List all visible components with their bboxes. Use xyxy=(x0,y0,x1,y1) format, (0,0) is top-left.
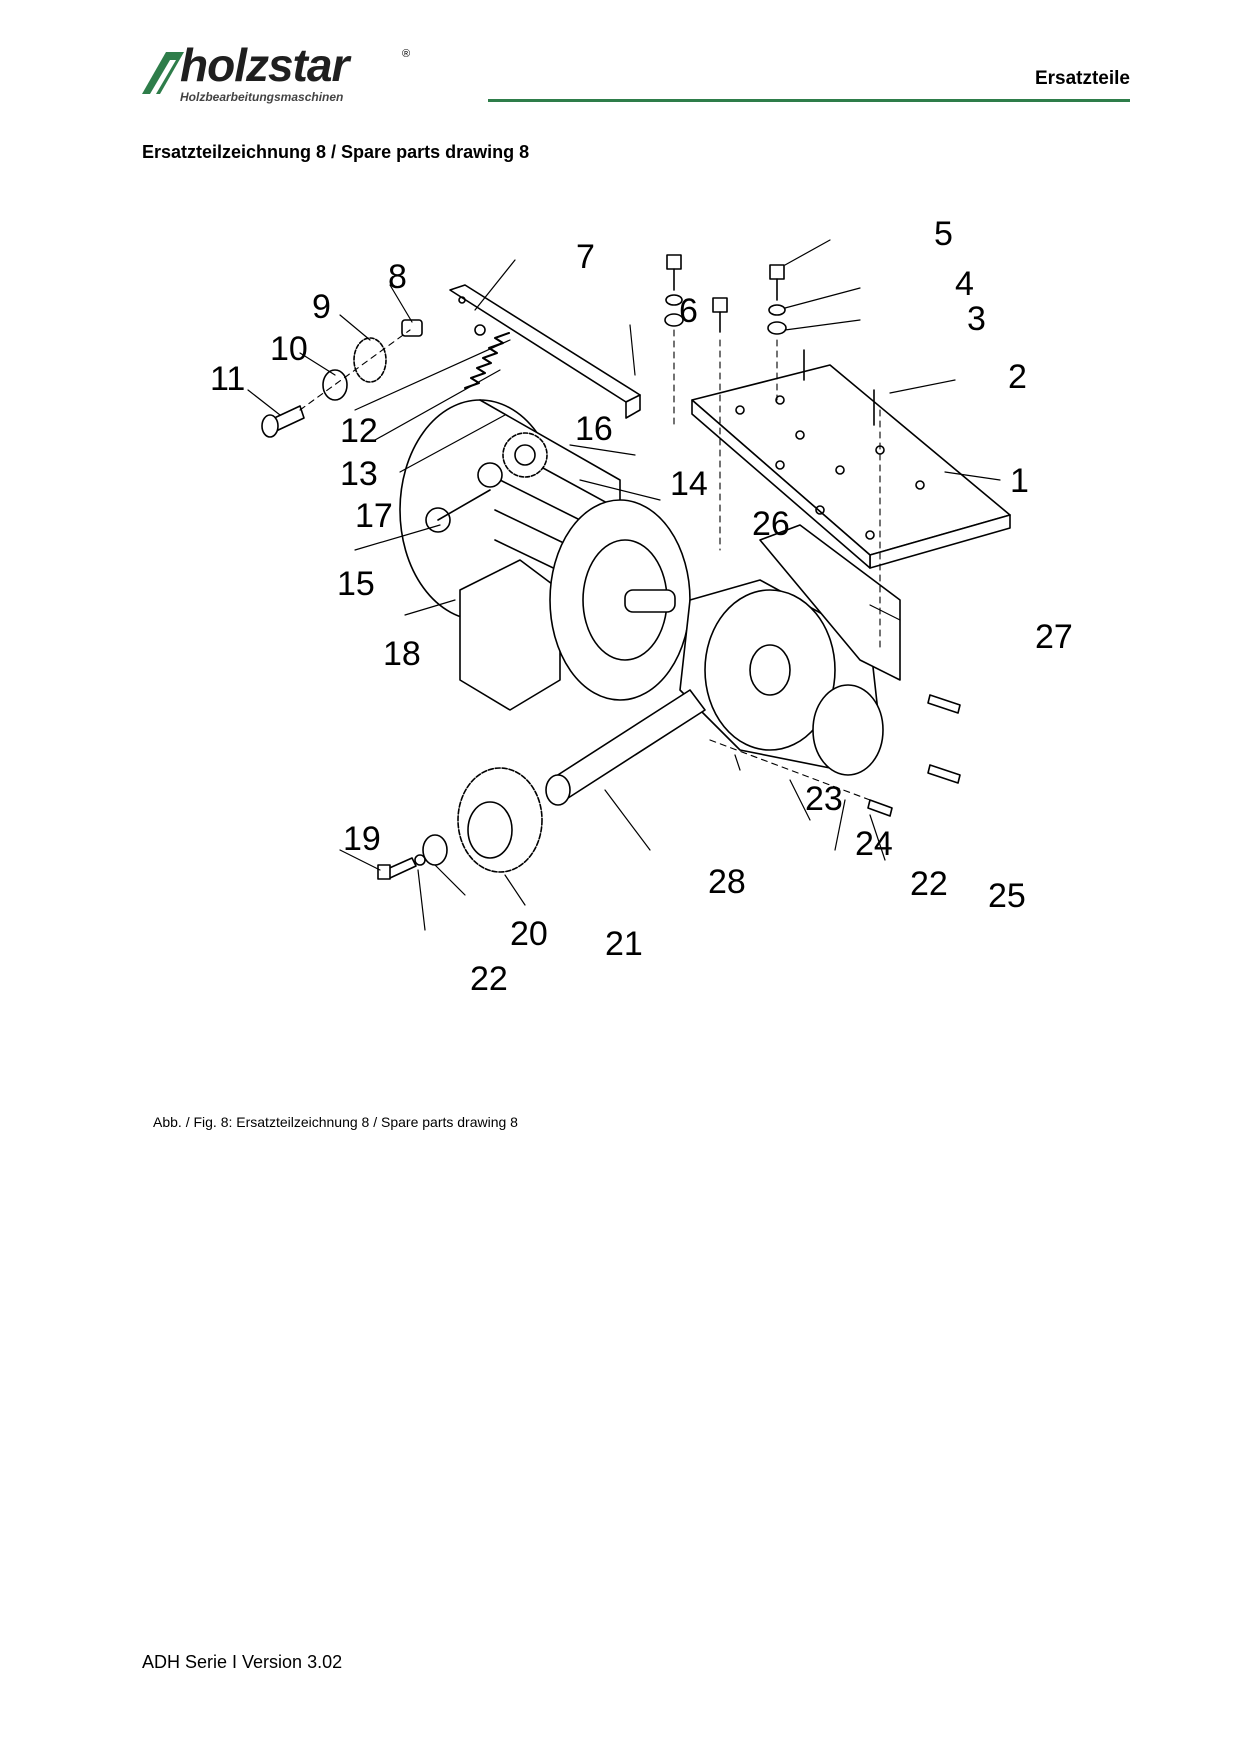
header-divider xyxy=(488,99,1130,102)
base-plate xyxy=(691,364,1011,569)
section-title: Ersatzteile xyxy=(1034,68,1130,89)
callout-18: 18 xyxy=(383,635,421,673)
callout-3: 3 xyxy=(967,300,986,338)
callout-10: 10 xyxy=(270,330,308,368)
tension-spring xyxy=(464,332,510,389)
callout-11: 11 xyxy=(210,360,245,398)
logo-wordmark: holzstar xyxy=(180,39,349,91)
callout-23: 23 xyxy=(805,780,843,818)
callout-7: 7 xyxy=(576,238,595,276)
callout-19: 19 xyxy=(343,820,381,858)
side-bolts xyxy=(867,694,961,817)
drawing-title: Ersatzteilzeichnung 8 / Spare parts draw… xyxy=(142,142,530,162)
callout-1: 1 xyxy=(1010,462,1029,500)
callout-20: 20 xyxy=(510,915,548,953)
figure-caption: Abb. / Fig. 8: Ersatzteilzeichnung 8 / S… xyxy=(153,1114,518,1130)
footer-version: ADH Serie I Version 3.02 xyxy=(142,1652,343,1672)
holzstar-logo-mark-icon xyxy=(142,52,184,94)
callout-21: 21 xyxy=(605,925,643,963)
callout-22b: 22 xyxy=(910,865,948,903)
callout-25: 25 xyxy=(988,877,1026,915)
logo-subtitle: Holzbearbeitungsmaschinen xyxy=(180,90,344,104)
drive-sprocket xyxy=(457,767,543,873)
callout-26: 26 xyxy=(752,505,790,543)
mounting-bolts xyxy=(664,254,875,426)
callout-28: 28 xyxy=(708,863,746,901)
callout-13: 13 xyxy=(340,455,378,493)
output-shaft xyxy=(545,689,706,806)
idler-parts xyxy=(261,319,423,438)
callout-6: 6 xyxy=(679,292,698,330)
callout-16: 16 xyxy=(575,410,613,448)
spare-parts-drawing: 1 2 3 4 5 6 7 8 9 10 11 12 13 14 15 16 1… xyxy=(210,215,1073,998)
callout-12: 12 xyxy=(340,412,378,450)
callout-15: 15 xyxy=(337,565,375,603)
tension-arm xyxy=(449,284,641,419)
callout-2: 2 xyxy=(1008,358,1027,396)
logo-registered-mark: ® xyxy=(402,48,411,60)
callout-numbers: 1 2 3 4 5 6 7 8 9 10 11 12 13 14 15 16 1… xyxy=(210,215,1073,998)
callout-5: 5 xyxy=(934,215,953,253)
callout-14: 14 xyxy=(670,465,708,503)
callout-17: 17 xyxy=(355,497,393,535)
callout-9: 9 xyxy=(312,288,331,326)
callout-22a: 22 xyxy=(470,960,508,998)
motor-sprocket xyxy=(477,432,548,488)
callout-8: 8 xyxy=(388,258,407,296)
leader-lines xyxy=(247,239,1001,931)
callout-27: 27 xyxy=(1035,618,1073,656)
gearbox xyxy=(679,524,901,776)
callout-24: 24 xyxy=(855,825,893,863)
sprocket-fastener xyxy=(377,834,448,880)
brand-logo: holzstar ® Holzbearbeitungsmaschinen xyxy=(140,39,420,106)
callout-4: 4 xyxy=(955,265,974,303)
